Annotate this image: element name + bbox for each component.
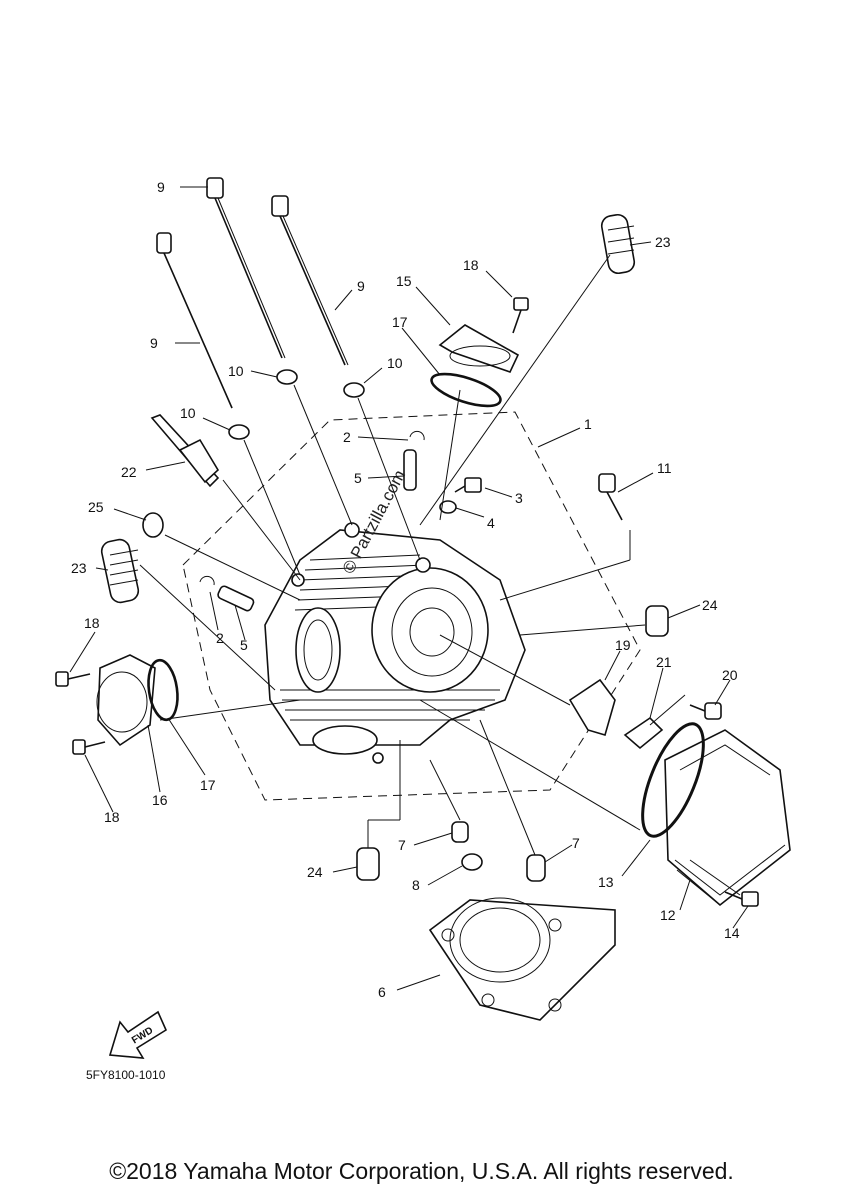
bolt-18-upper-left[interactable] [55, 671, 91, 687]
washer-4[interactable] [439, 500, 457, 514]
callout-12: 12 [660, 907, 676, 923]
callout-4: 4 [487, 515, 495, 531]
bolt-18-top[interactable] [512, 297, 529, 334]
callout-10: 10 [228, 363, 244, 379]
callout-18: 18 [463, 257, 479, 273]
spark-plug[interactable] [150, 414, 220, 488]
fitting-19[interactable] [568, 678, 616, 736]
clip-2-left[interactable] [199, 575, 215, 586]
callout-18: 18 [104, 809, 120, 825]
callout-23: 23 [655, 234, 671, 250]
callout-9: 9 [357, 278, 365, 294]
dowel-24-bottom[interactable] [356, 847, 380, 881]
callout-7: 7 [572, 835, 580, 851]
callout-8: 8 [412, 877, 420, 893]
head-bolt-9-right[interactable] [271, 195, 349, 366]
spring-23-right[interactable] [600, 213, 636, 275]
callout-25: 25 [88, 499, 104, 515]
side-cover-16[interactable] [96, 654, 156, 747]
callout-labels: 9 9 9 23 18 15 17 10 10 10 1 2 5 3 4 11 … [71, 179, 740, 1000]
copyright-notice: ©2018 Yamaha Motor Corporation, U.S.A. A… [109, 1158, 734, 1184]
cylinder-head[interactable] [264, 522, 526, 764]
bolt-11[interactable] [598, 473, 623, 521]
callout-2: 2 [343, 429, 351, 445]
gasket-21[interactable] [623, 716, 664, 750]
callout-21: 21 [656, 654, 672, 670]
callout-17: 17 [392, 314, 408, 330]
diagram-code: 5FY8100-1010 [86, 1068, 166, 1082]
callout-10: 10 [387, 355, 403, 371]
callout-20: 20 [722, 667, 738, 683]
callout-6: 6 [378, 984, 386, 1000]
fwd-arrow: FWD [108, 1010, 168, 1059]
washer-10-left[interactable] [228, 424, 250, 440]
valve-guide-5-top[interactable] [403, 449, 417, 491]
head-bolt-9-center[interactable] [206, 177, 286, 359]
spring-23-left[interactable] [100, 538, 140, 604]
leader-lines [69, 186, 749, 991]
bolt-3[interactable] [454, 477, 482, 493]
bolt-20[interactable] [689, 702, 722, 720]
callout-3: 3 [515, 490, 523, 506]
callout-5: 5 [240, 637, 248, 653]
callout-9: 9 [150, 335, 158, 351]
valve-cover-12[interactable] [664, 729, 791, 907]
callout-16: 16 [152, 792, 168, 808]
clip-2-top[interactable] [409, 430, 425, 441]
cap-15[interactable] [438, 324, 520, 373]
callout-24: 24 [307, 864, 323, 880]
dowel-24-right[interactable] [645, 605, 669, 637]
callout-13: 13 [598, 874, 614, 890]
callout-5: 5 [354, 470, 362, 486]
callout-11: 11 [657, 460, 672, 476]
callout-18: 18 [84, 615, 100, 631]
dowel-7-center[interactable] [451, 821, 469, 843]
callout-9: 9 [157, 179, 165, 195]
callout-17: 17 [200, 777, 216, 793]
callout-23: 23 [71, 560, 87, 576]
callout-7: 7 [398, 837, 406, 853]
washer-8[interactable] [461, 853, 483, 871]
dowel-7-right[interactable] [526, 854, 546, 882]
head-bolt-9-left[interactable] [156, 232, 233, 409]
callout-14: 14 [724, 925, 740, 941]
washer-10-center[interactable] [276, 369, 298, 385]
washer-10-right[interactable] [343, 382, 365, 398]
o-ring-17-top[interactable] [428, 367, 504, 412]
o-ring-17-side[interactable] [145, 658, 181, 722]
callout-10: 10 [180, 405, 196, 421]
head-gasket-6[interactable] [428, 897, 616, 1021]
bolt-14[interactable] [724, 891, 759, 907]
callout-24: 24 [702, 597, 718, 613]
callout-1: 1 [584, 416, 592, 432]
callout-22: 22 [121, 464, 137, 480]
callout-19: 19 [615, 637, 631, 653]
plug-25[interactable] [142, 512, 164, 538]
gasket-13[interactable] [630, 716, 716, 844]
valve-guide-5-left[interactable] [217, 585, 255, 612]
bolt-18-lower-left[interactable] [72, 739, 106, 755]
callout-2: 2 [216, 630, 224, 646]
callout-15: 15 [396, 273, 412, 289]
